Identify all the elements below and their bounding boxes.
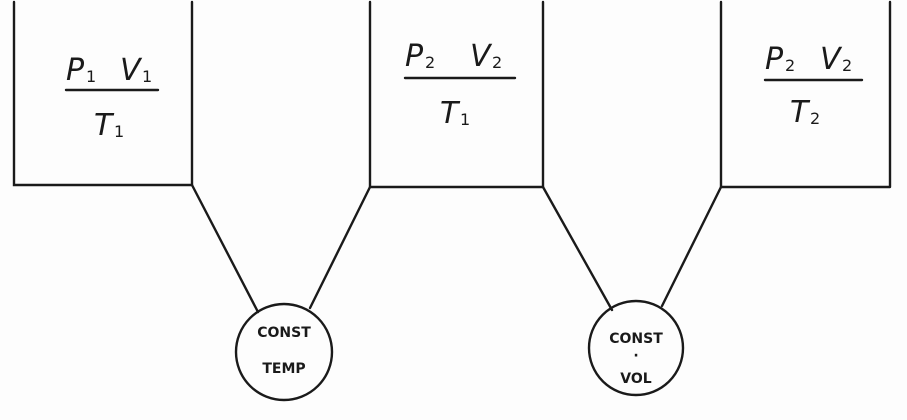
temperature-subscript: 1: [114, 122, 124, 141]
pressure-symbol: P: [405, 39, 424, 74]
volume-subscript: 2: [492, 53, 502, 72]
volume-symbol: V: [470, 39, 493, 74]
volume-symbol: V: [120, 53, 143, 88]
temperature-symbol: T: [440, 96, 461, 131]
state-box-3: P 2 V 2 T 2: [719, 0, 892, 189]
temperature-symbol: T: [790, 95, 811, 130]
process-label-dot: ·: [633, 348, 638, 364]
pressure-symbol: P: [765, 42, 784, 77]
process-const-vol: CONST · VOL: [587, 299, 685, 397]
pressure-symbol: P: [66, 53, 85, 88]
volume-subscript: 1: [142, 67, 152, 86]
temperature-subscript: 2: [810, 109, 820, 128]
pressure-subscript: 2: [785, 56, 795, 75]
process-label-line2: VOL: [620, 371, 651, 387]
connector-lines: [190, 183, 723, 314]
temperature-symbol: T: [94, 108, 115, 143]
volume-subscript: 2: [842, 56, 852, 75]
volume-symbol: V: [820, 42, 843, 77]
process-const-temp: CONST TEMP: [234, 302, 334, 402]
process-label-line2: TEMP: [262, 361, 305, 377]
pressure-subscript: 1: [86, 67, 96, 86]
pressure-subscript: 2: [425, 53, 435, 72]
process-label-line1: CONST: [609, 331, 663, 347]
state-box-1: P 1 V 1 T 1: [12, 0, 194, 187]
process-label-line1: CONST: [257, 325, 311, 341]
state-box-2: P 2 V 2 T 1: [368, 0, 545, 189]
temperature-subscript: 1: [460, 110, 470, 129]
